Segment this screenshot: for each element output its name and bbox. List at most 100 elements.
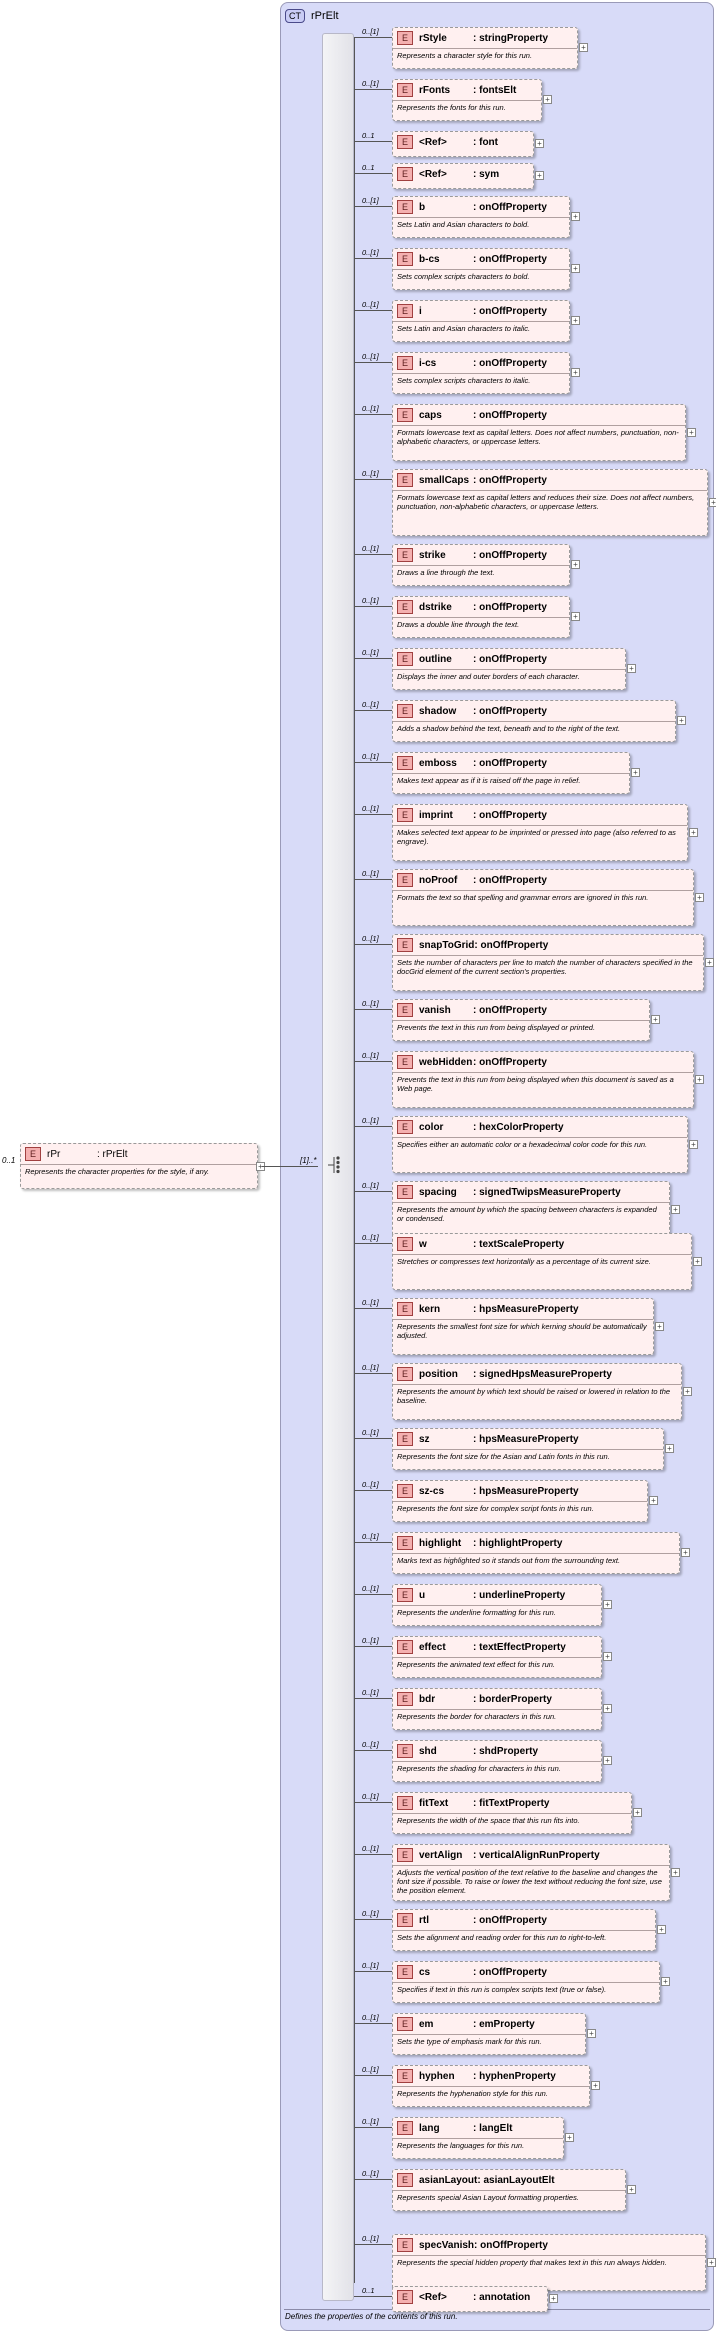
- element-box[interactable]: E<Ref>: annotation: [392, 2286, 548, 2312]
- element-type: : onOffProperty: [473, 201, 547, 213]
- element-type: : onOffProperty: [473, 601, 547, 613]
- expand-icon[interactable]: +: [603, 1600, 612, 1609]
- expand-icon[interactable]: +: [571, 368, 580, 377]
- element-box[interactable]: E<Ref>: sym: [392, 163, 534, 189]
- element-header: E<Ref>: font: [393, 132, 533, 152]
- expand-icon[interactable]: +: [565, 2133, 574, 2142]
- element-name: i: [419, 305, 422, 317]
- expand-icon[interactable]: +: [695, 893, 704, 902]
- expand-icon[interactable]: +: [661, 1977, 670, 1986]
- expand-icon[interactable]: +: [655, 1322, 664, 1331]
- expand-icon[interactable]: +: [687, 428, 696, 437]
- expand-icon[interactable]: +: [603, 1652, 612, 1661]
- expand-icon[interactable]: +: [603, 1756, 612, 1765]
- element-header: E<Ref>: annotation: [393, 2287, 547, 2307]
- expand-icon[interactable]: +: [571, 612, 580, 621]
- expand-icon[interactable]: +: [677, 716, 686, 725]
- element-occurrence: 0..1: [362, 163, 375, 172]
- element-box[interactable]: E<Ref>: font: [392, 131, 534, 157]
- expand-icon[interactable]: +: [705, 958, 714, 967]
- expand-icon[interactable]: +: [651, 1015, 660, 1024]
- expand-icon[interactable]: +: [627, 2185, 636, 2194]
- element-type: : hexColorProperty: [473, 1121, 564, 1133]
- expand-icon[interactable]: +: [633, 1808, 642, 1817]
- expand-icon[interactable]: +: [571, 316, 580, 325]
- expand-icon[interactable]: +: [665, 1444, 674, 1453]
- expand-icon[interactable]: +: [671, 1868, 680, 1877]
- element-badge: E: [397, 1120, 413, 1134]
- expand-icon[interactable]: +: [535, 171, 544, 180]
- element-badge: E: [397, 304, 413, 318]
- element-connector: [354, 414, 392, 415]
- expand-icon[interactable]: +: [707, 2258, 716, 2267]
- expand-icon[interactable]: +: [603, 1704, 612, 1713]
- element-name: sz-cs: [419, 1485, 445, 1497]
- expand-icon[interactable]: +: [535, 139, 544, 148]
- expand-icon[interactable]: +: [587, 2029, 596, 2038]
- element-badge: E: [397, 1003, 413, 1017]
- expand-icon[interactable]: +: [571, 212, 580, 221]
- root-element-box[interactable]: E rPr : rPrElt Represents the character …: [20, 1143, 258, 1189]
- expand-icon[interactable]: +: [571, 560, 580, 569]
- expand-icon[interactable]: +: [681, 1548, 690, 1557]
- expand-icon[interactable]: +: [631, 768, 640, 777]
- expand-icon[interactable]: +: [689, 828, 698, 837]
- expand-icon[interactable]: +: [549, 2294, 558, 2303]
- expand-icon[interactable]: +: [693, 1257, 702, 1266]
- expand-icon[interactable]: +: [683, 1387, 692, 1396]
- expand-icon[interactable]: +: [627, 664, 636, 673]
- expand-icon[interactable]: +: [709, 498, 716, 507]
- expand-icon[interactable]: +: [657, 1925, 666, 1934]
- expand-icon[interactable]: +: [591, 2081, 600, 2090]
- element-name: <Ref>: [419, 136, 447, 148]
- expand-icon[interactable]: +: [695, 1075, 704, 1084]
- expand-icon[interactable]: +: [571, 264, 580, 273]
- expand-icon[interactable]: +: [649, 1496, 658, 1505]
- expand-icon[interactable]: +: [689, 1140, 698, 1149]
- expand-icon[interactable]: +: [579, 43, 588, 52]
- expand-icon[interactable]: +: [671, 1205, 680, 1214]
- element-connector: [354, 1698, 392, 1699]
- element-description: Represents the border for characters in …: [393, 1709, 601, 1723]
- expand-icon[interactable]: +: [543, 95, 552, 104]
